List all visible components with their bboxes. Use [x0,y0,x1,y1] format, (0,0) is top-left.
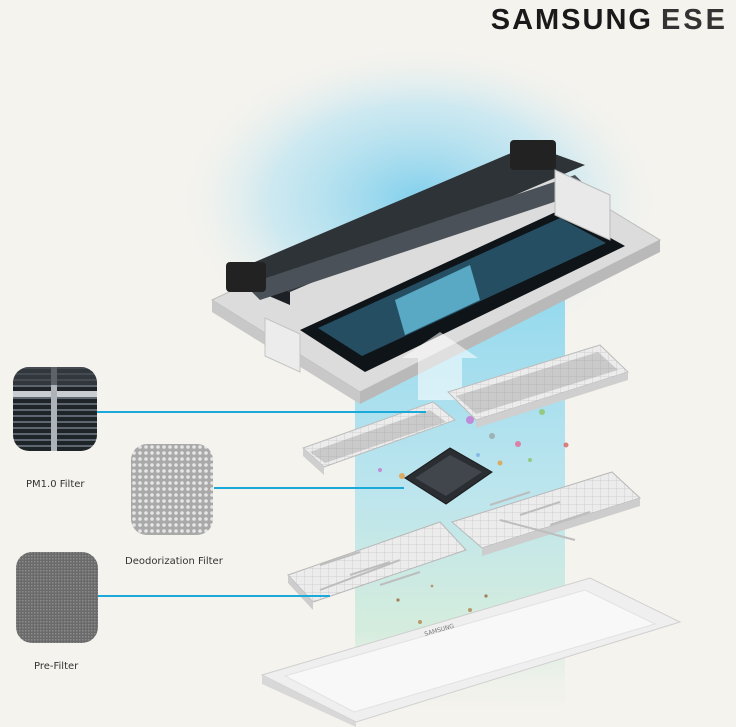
deodorization-filter-label: Deodorization Filter [125,556,223,567]
brand-suffix: ESE [660,4,728,36]
deodorization-filter-thumbnail [131,444,213,535]
pre-filter-label: Pre-Filter [34,661,79,672]
brand-name: SAMSUNG [490,4,653,36]
pm10-filter-assembly [302,344,629,475]
pm10-filter-thumbnail [13,367,97,451]
pre-filter-assembly [287,471,641,610]
pm10-filter-label: PM1.0 Filter [26,479,85,490]
airflow-up-arrow [402,332,478,400]
front-panel [260,577,682,727]
connector-lines [97,411,426,597]
deodorization-filter-block [404,447,493,505]
pre-filter-thumbnail [16,552,98,643]
